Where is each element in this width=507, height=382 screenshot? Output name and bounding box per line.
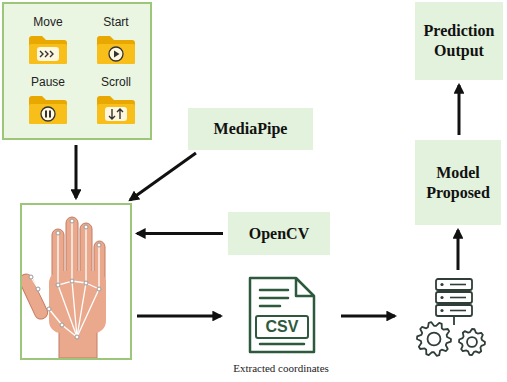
move-symbol — [40, 51, 53, 57]
flow-arrow — [458, 85, 461, 135]
landmark-line — [72, 281, 77, 337]
server-led — [440, 309, 443, 312]
folder-icon — [29, 36, 67, 64]
symbol-plate — [41, 107, 55, 121]
landmark-dot — [70, 219, 74, 223]
hand-illustration — [22, 205, 130, 358]
landmark-line — [98, 245, 99, 289]
box-label: Model Proposed — [421, 163, 495, 203]
landmark-dot — [60, 323, 64, 327]
folder-back — [97, 36, 135, 64]
play-symbol — [114, 51, 120, 58]
folder-icon — [97, 96, 135, 124]
server-slot — [450, 310, 466, 312]
thumb — [22, 272, 50, 321]
document-icon — [248, 276, 318, 356]
scroll-symbol — [109, 109, 123, 119]
gesture-symbol — [105, 107, 127, 121]
landmark-dot — [56, 283, 60, 287]
caption-label: Extracted coordinates — [233, 362, 329, 374]
document-fold — [296, 278, 314, 296]
file-type-frame — [256, 316, 308, 338]
box-label: Prediction Output — [421, 21, 497, 61]
symbol-plate — [37, 47, 59, 61]
document-outline — [250, 278, 314, 352]
landmark-line — [57, 233, 58, 285]
document-line — [260, 297, 288, 300]
landmark-line — [71, 221, 72, 281]
landmark-line — [85, 227, 86, 283]
gesture-label: Start — [86, 15, 146, 29]
landmark-dot — [56, 231, 60, 235]
landmark-dot — [84, 225, 88, 229]
folder-back — [29, 96, 67, 124]
gesture-label: Move — [18, 15, 78, 29]
folder-icon — [29, 96, 67, 124]
folder-back — [29, 36, 67, 64]
landmark-dot — [36, 287, 40, 291]
gesture-panel: Move StartPause Scroll — [2, 2, 152, 140]
file-type-label: CSV — [256, 316, 308, 338]
tool-box: MediaPipe — [188, 108, 313, 150]
document-line — [260, 289, 288, 292]
document-line — [260, 343, 304, 346]
landmark-dot — [84, 281, 88, 285]
gear-hub — [428, 333, 441, 346]
landmark-dot — [97, 243, 101, 247]
folder-icon — [97, 36, 135, 64]
landmark-dot — [70, 279, 74, 283]
gesture-symbol — [109, 47, 123, 61]
gear — [417, 322, 451, 356]
server-unit — [436, 279, 472, 290]
landmark-dot — [97, 287, 101, 291]
server-illustration — [400, 275, 502, 361]
folder-front — [97, 44, 135, 64]
output-box: Prediction Output — [415, 2, 503, 80]
gear-hub — [467, 337, 477, 347]
server-slot — [450, 284, 466, 286]
pause-bar — [45, 111, 47, 118]
box-label: OpenCV — [249, 224, 309, 244]
landmark-line — [38, 289, 49, 309]
gesture-symbol — [41, 107, 55, 121]
folder-front — [97, 104, 135, 124]
flow-arrow — [457, 230, 460, 270]
symbol-plate — [105, 107, 127, 121]
hand-image — [20, 203, 132, 360]
folder-front — [29, 104, 67, 124]
flow-arrow — [137, 315, 221, 318]
landmark-line — [62, 325, 77, 337]
folder-front — [29, 44, 67, 64]
csv-icon: CSV Extracted coordinates — [226, 276, 336, 378]
landmark-dot — [75, 335, 79, 339]
flow-arrow — [75, 145, 78, 198]
symbol-plate — [109, 47, 123, 61]
landmark-line — [49, 309, 62, 325]
landmark-line — [77, 283, 86, 337]
flow-arrow — [137, 232, 223, 235]
server-unit — [436, 292, 472, 303]
pause-bar — [49, 111, 51, 118]
document-line — [260, 305, 280, 308]
gesture-label: Pause — [18, 75, 78, 89]
server-led — [440, 296, 443, 299]
gesture-label: Scroll — [86, 75, 146, 89]
landmark-dot — [47, 307, 51, 311]
server-led — [440, 283, 443, 286]
folder-back — [97, 96, 135, 124]
model-box: Model Proposed — [415, 140, 501, 225]
landmark-dot — [29, 275, 33, 279]
server-unit — [436, 305, 472, 316]
gear — [459, 329, 485, 355]
server-icon — [400, 275, 502, 361]
server-stem — [453, 316, 455, 325]
server-slot — [450, 297, 466, 299]
flow-arrow — [341, 315, 395, 318]
gesture-symbol — [37, 47, 59, 61]
tool-box: OpenCV — [228, 212, 330, 255]
landmark-line — [77, 289, 99, 337]
flow-arrow — [130, 153, 196, 200]
box-label: MediaPipe — [214, 119, 288, 139]
